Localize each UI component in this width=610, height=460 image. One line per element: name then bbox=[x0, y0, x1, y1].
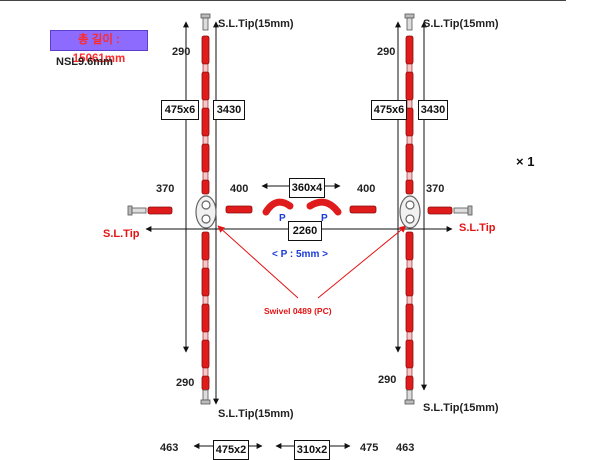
left-pitch-box: 475x6 bbox=[161, 100, 199, 120]
right-lower-connectors bbox=[406, 259, 413, 377]
swivel-leader-left bbox=[217, 225, 299, 299]
right-top-dim: 290 bbox=[377, 46, 396, 58]
center-right-link bbox=[349, 205, 377, 214]
total-length-badge: 총 길이 : 15061mm bbox=[50, 30, 148, 65]
diagram-svg bbox=[127, 13, 473, 449]
bottom-dim-c: 463 bbox=[396, 442, 415, 454]
right-upper-chain bbox=[405, 35, 414, 195]
left-top-tip-label: S.L.Tip(15mm) bbox=[218, 18, 294, 30]
center-left-bend bbox=[262, 198, 294, 216]
left-upper-connectors bbox=[202, 63, 209, 181]
left-top-dim: 290 bbox=[172, 46, 191, 58]
bottom-dim-a: 463 bbox=[160, 442, 179, 454]
left-bottom-dim: 290 bbox=[176, 377, 195, 389]
width-box: 2260 bbox=[288, 221, 322, 241]
right-lower-chain bbox=[405, 231, 414, 391]
right-side-tip-icon bbox=[453, 205, 473, 216]
swivel-label: Swivel 0489 (PC) bbox=[264, 306, 332, 316]
multiplier-label: × 1 bbox=[516, 154, 535, 169]
pitch-note: < P : 5mm > bbox=[272, 249, 328, 260]
bottom-dim-b: 475 bbox=[360, 442, 379, 454]
center-pitch-box: 360x4 bbox=[289, 178, 325, 198]
left-lower-connectors bbox=[202, 259, 209, 377]
left-height-box: 3430 bbox=[213, 100, 245, 120]
right-bottom-tip-icon bbox=[404, 389, 415, 405]
right-bottom-dim: 290 bbox=[378, 374, 397, 386]
left-bottom-tip-label: S.L.Tip(15mm) bbox=[218, 408, 294, 420]
right-side-tip-label: S.L.Tip bbox=[459, 222, 496, 234]
right-swivel-icon bbox=[399, 195, 421, 229]
right-side-link bbox=[427, 206, 453, 215]
top-rule bbox=[0, 0, 566, 1]
left-side-tip-label: S.L.Tip bbox=[103, 228, 140, 240]
right-bottom-tip-label: S.L.Tip(15mm) bbox=[423, 402, 499, 414]
center-p-right: P bbox=[321, 213, 328, 224]
center-left-link bbox=[225, 205, 253, 214]
center-p-left: P bbox=[279, 213, 286, 224]
right-upper-connectors bbox=[406, 63, 413, 181]
diagram-canvas: 총 길이 : 15061mm NSL9.6mm × 1 bbox=[0, 0, 566, 460]
right-top-tip-icon bbox=[404, 13, 415, 31]
bottom-box-a: 475x2 bbox=[213, 440, 249, 460]
left-side-tip-icon bbox=[127, 205, 147, 216]
left-lower-chain bbox=[201, 231, 210, 391]
left-bottom-tip-icon bbox=[200, 389, 211, 405]
right-side-dim: 370 bbox=[426, 183, 445, 195]
right-pitch-box: 475x6 bbox=[371, 100, 407, 120]
left-top-tip-icon bbox=[200, 13, 211, 31]
center-right-dim: 400 bbox=[357, 183, 376, 195]
swivel-leader-right bbox=[317, 225, 407, 299]
center-left-dim: 400 bbox=[230, 183, 249, 195]
left-side-link bbox=[147, 206, 173, 215]
nsl-label: NSL9.6mm bbox=[56, 56, 113, 68]
right-top-tip-label: S.L.Tip(15mm) bbox=[423, 18, 499, 30]
left-upper-chain bbox=[201, 35, 210, 195]
bottom-box-b: 310x2 bbox=[294, 440, 330, 460]
right-height-box: 3430 bbox=[418, 100, 448, 120]
center-right-bend bbox=[306, 198, 342, 216]
left-swivel-icon bbox=[195, 195, 217, 229]
left-side-dim: 370 bbox=[156, 183, 175, 195]
